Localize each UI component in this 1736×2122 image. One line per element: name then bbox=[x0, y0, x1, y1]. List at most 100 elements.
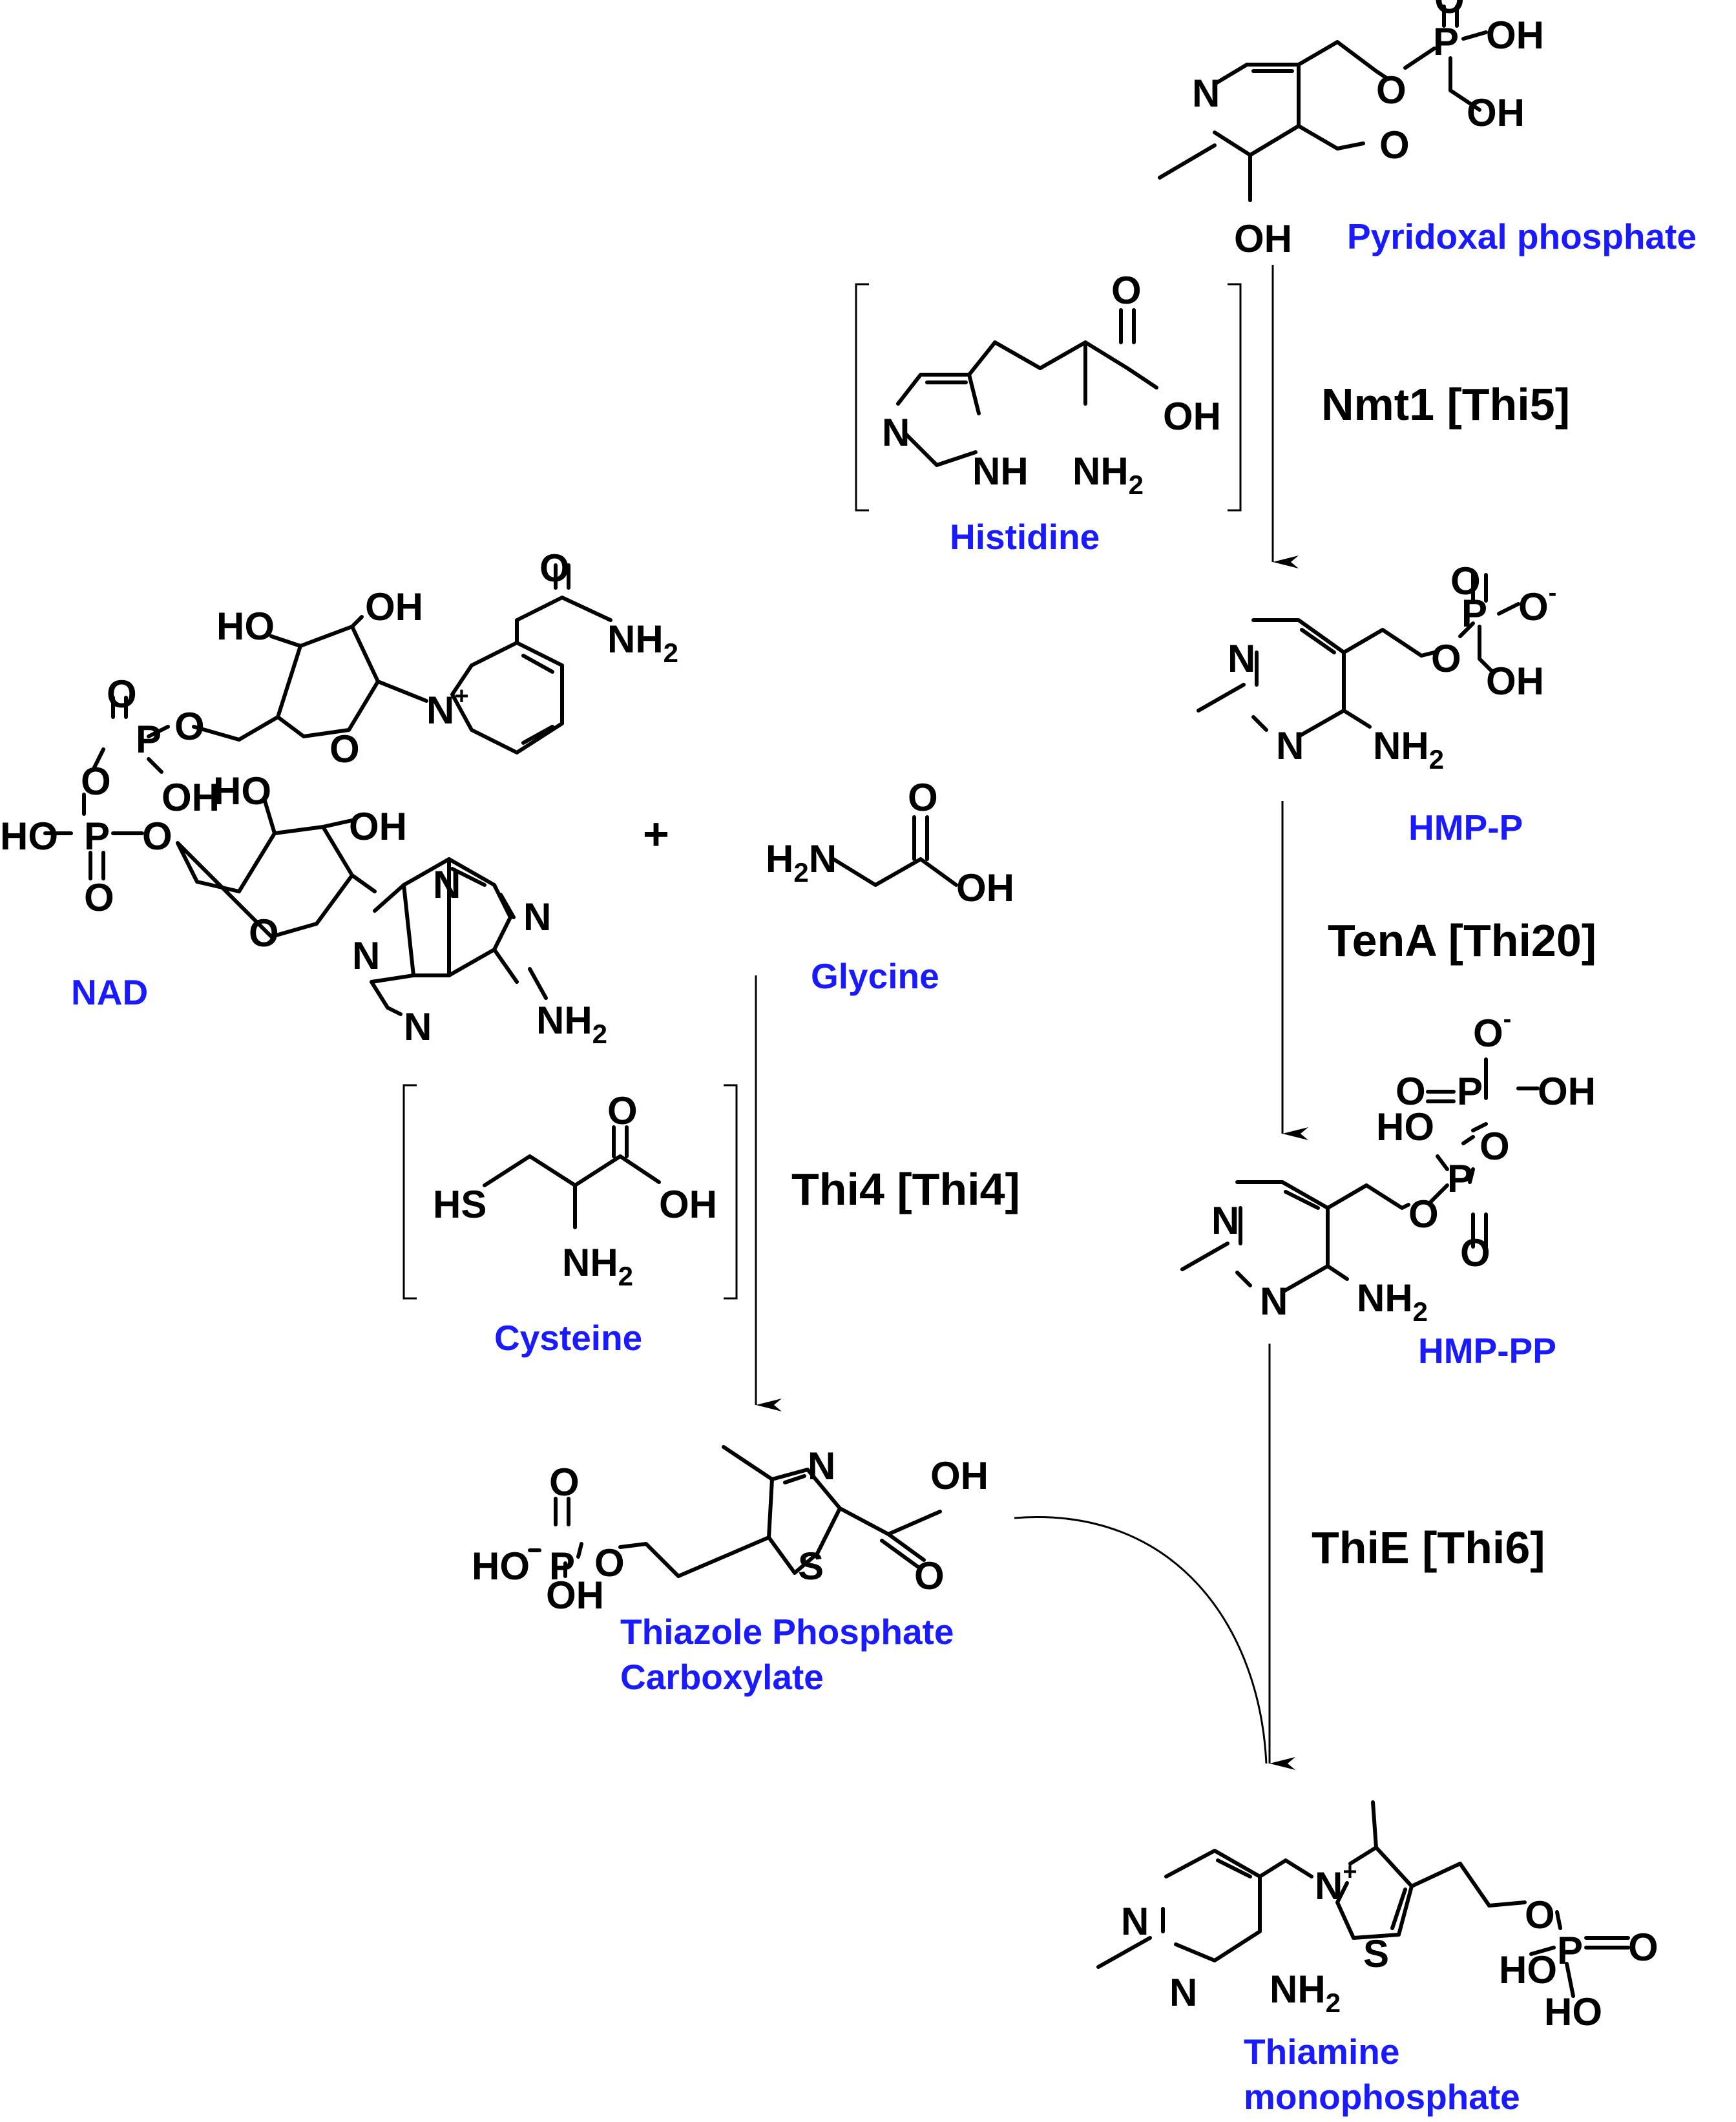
label-pyridoxal-phosphate: Pyridoxal phosphate bbox=[1347, 216, 1697, 256]
atom-NH2: NH2 bbox=[607, 618, 678, 668]
atom-O: O bbox=[549, 1461, 580, 1504]
atom-O: O bbox=[249, 911, 279, 955]
atom-P: P bbox=[1461, 592, 1487, 635]
label-histidine: Histidine bbox=[950, 517, 1100, 557]
enzyme-thie: ThiE [Thi6] bbox=[1312, 1523, 1545, 1573]
atom-N: N bbox=[1228, 637, 1255, 680]
atom-O: O bbox=[1480, 1125, 1510, 1168]
atom-O: O bbox=[107, 672, 137, 716]
atom-O: O bbox=[1408, 1192, 1439, 1236]
atom-S: S bbox=[1363, 1932, 1389, 1975]
atom-HO: HO bbox=[1376, 1105, 1434, 1149]
hmp-pp-structure: N N NH2 O P O HO O O P OH O- bbox=[1180, 1006, 1596, 1327]
glycine-structure: H2N O OH bbox=[766, 776, 1014, 910]
atom-O: O bbox=[1396, 1070, 1426, 1113]
atom-O: O bbox=[1525, 1893, 1555, 1937]
atom-O: O bbox=[607, 1089, 638, 1132]
cysteine-bracket bbox=[403, 1084, 738, 1300]
atom-N: N bbox=[523, 895, 551, 939]
label-hmp-pp: HMP-PP bbox=[1418, 1331, 1556, 1371]
atom-O: O bbox=[81, 760, 111, 803]
atom-N-plus: N+ bbox=[426, 683, 469, 732]
atom-O: O bbox=[1111, 269, 1142, 312]
atom-O: O bbox=[174, 705, 205, 748]
atom-OH: OH bbox=[930, 1454, 988, 1497]
atom-O: O bbox=[1450, 559, 1481, 603]
atom-HO: HO bbox=[1544, 1990, 1602, 2034]
atom-O: O bbox=[908, 776, 938, 819]
atom-O: O bbox=[1460, 1231, 1490, 1274]
atom-O: O bbox=[914, 1554, 945, 1597]
atom-P: P bbox=[1447, 1157, 1473, 1200]
histidine-bracket bbox=[855, 283, 1242, 512]
atom-N: N bbox=[433, 863, 461, 906]
label-nad: NAD bbox=[71, 972, 148, 1012]
atom-OH: OH bbox=[1234, 217, 1292, 260]
atom-OH: OH bbox=[1467, 91, 1525, 134]
atom-NH2: NH2 bbox=[536, 999, 607, 1049]
enzyme-nmt1: Nmt1 [Thi5] bbox=[1321, 379, 1570, 430]
atom-H2N: H2N bbox=[766, 837, 837, 888]
arrow-thiazole-to-tmp bbox=[1014, 1516, 1268, 1764]
atom-NH2: NH2 bbox=[1373, 724, 1444, 775]
label-cysteine: Cysteine bbox=[494, 1318, 642, 1358]
atom-N: N bbox=[882, 411, 910, 454]
atom-P: P bbox=[84, 815, 110, 858]
atom-N: N bbox=[1121, 1900, 1149, 1943]
atom-S: S bbox=[798, 1545, 824, 1588]
atom-N: N bbox=[1192, 72, 1220, 115]
atom-OH: OH bbox=[1163, 395, 1221, 438]
atom-N: N bbox=[808, 1444, 835, 1488]
atom-NH2: NH2 bbox=[1270, 1968, 1341, 2018]
enzyme-thi4: Thi4 [Thi4] bbox=[791, 1164, 1020, 1214]
thiazole-structure: N S OH O O P O HO OH bbox=[472, 1444, 988, 1617]
atom-NH2: NH2 bbox=[1072, 450, 1144, 500]
atom-NH2: NH2 bbox=[562, 1241, 633, 1291]
label-tmp-line2: monophosphate bbox=[1244, 2077, 1520, 2117]
histidine-structure: N NH O OH NH2 bbox=[882, 269, 1221, 500]
atom-P: P bbox=[136, 718, 162, 761]
atom-N: N bbox=[1260, 1280, 1288, 1323]
atom-O: O bbox=[1628, 1926, 1658, 1969]
label-thiazole-line1: Thiazole Phosphate bbox=[620, 1612, 954, 1652]
atom-HO: HO bbox=[0, 815, 58, 858]
atom-N: N bbox=[1169, 1971, 1197, 2014]
atom-O: O bbox=[329, 727, 360, 771]
atom-O: O bbox=[1431, 637, 1461, 680]
label-hmp-p: HMP-P bbox=[1408, 807, 1523, 848]
plus-sign: + bbox=[643, 809, 669, 859]
atom-N-plus: N+ bbox=[1315, 1858, 1357, 1908]
atom-O: O bbox=[1376, 68, 1407, 112]
atom-HO: HO bbox=[1499, 1948, 1557, 1992]
atom-O: O- bbox=[1473, 1006, 1511, 1055]
atom-OH: OH bbox=[659, 1183, 717, 1226]
atom-P: P bbox=[1457, 1070, 1483, 1113]
atom-OH: OH bbox=[956, 866, 1014, 910]
nad-structure: O P O OH O HO P O O HO HO OH O N+ O NH2 … bbox=[0, 546, 678, 1049]
atom-O: O bbox=[1379, 123, 1410, 167]
atom-O: O bbox=[142, 815, 173, 858]
enzyme-tena: TenA [Thi20] bbox=[1328, 915, 1596, 966]
tmp-structure: N N NH2 N+ S O P O HO HO bbox=[1096, 1800, 1658, 2034]
atom-OH: OH bbox=[365, 585, 423, 629]
atom-OH: OH bbox=[1486, 660, 1544, 703]
atom-HS: HS bbox=[433, 1183, 486, 1226]
hmp-p-structure: N N NH2 O P O O- OH bbox=[1197, 559, 1556, 775]
atom-O: O- bbox=[1518, 579, 1556, 629]
atom-HO: HO bbox=[216, 605, 275, 648]
atom-N: N bbox=[1276, 724, 1304, 767]
atom-O: O bbox=[594, 1541, 625, 1585]
atom-P: P bbox=[1557, 1929, 1583, 1972]
atom-N: N bbox=[404, 1005, 432, 1048]
atom-OH: OH bbox=[162, 776, 220, 819]
label-thiazole-line2: Carboxylate bbox=[620, 1657, 824, 1697]
pyridoxal-phosphate-structure: N O P O OH OH O OH bbox=[1158, 0, 1544, 260]
atom-OH: OH bbox=[1486, 14, 1544, 57]
atom-P: P bbox=[549, 1545, 575, 1588]
cysteine-structure: HS O OH NH2 bbox=[433, 1089, 717, 1291]
atom-N: N bbox=[1211, 1199, 1239, 1242]
label-tmp-line1: Thiamine bbox=[1244, 2032, 1399, 2072]
atom-HO: HO bbox=[472, 1545, 530, 1588]
